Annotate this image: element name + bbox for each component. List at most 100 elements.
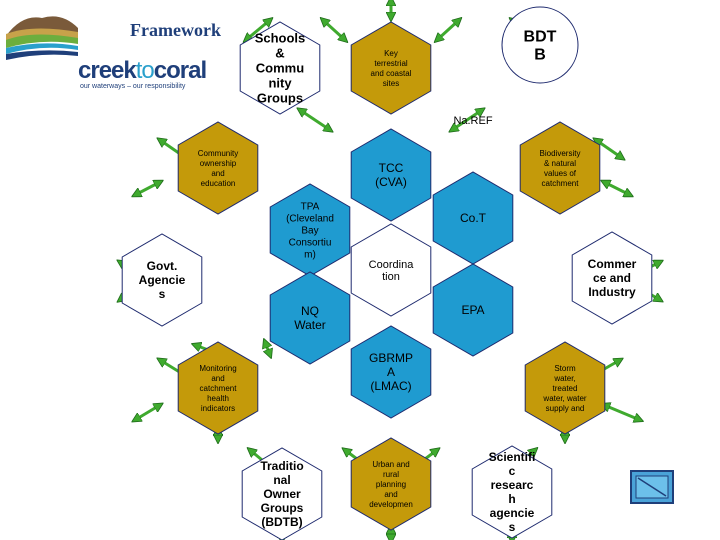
node-traditional-owner-shape bbox=[241, 447, 323, 540]
connector-arrow-9 bbox=[135, 182, 160, 195]
node-tcc-line-1: (CVA) bbox=[375, 175, 407, 189]
node-biodiversity-line-1: & natural bbox=[544, 159, 576, 168]
node-epa: EPA bbox=[432, 263, 514, 357]
node-schools-line-1: & bbox=[275, 46, 284, 61]
node-schools-line-0: Schools bbox=[255, 31, 306, 46]
node-scientific-line-3: h bbox=[508, 492, 515, 506]
node-bdtb-line-1: B bbox=[534, 47, 546, 64]
node-urban-planning-line-4: developmen bbox=[369, 500, 413, 509]
node-storm-water-line-1: water, bbox=[553, 374, 575, 383]
node-scientific-line-4: agencie bbox=[490, 506, 535, 520]
node-urban-planning-line-1: rural bbox=[383, 470, 399, 479]
node-biodiversity-shape bbox=[519, 121, 601, 215]
node-key-sites-line-2: and coastal bbox=[371, 69, 412, 78]
node-monitoring-line-3: health bbox=[207, 394, 229, 403]
node-naref: Na.REF bbox=[453, 115, 492, 127]
node-tpa-line-2: Bay bbox=[301, 226, 318, 237]
node-scientific-line-2: researc bbox=[491, 478, 534, 492]
node-urban-planning-line-3: and bbox=[384, 490, 397, 499]
connector-arrow-6 bbox=[452, 110, 482, 130]
node-bdtb: BDTB bbox=[501, 6, 579, 84]
node-govt-line-0: Govt. bbox=[147, 259, 178, 273]
logo-word-to: to bbox=[135, 57, 155, 84]
node-traditional-owner-line-2: Owner bbox=[263, 487, 301, 501]
node-nq-water-line-0: NQ bbox=[301, 304, 319, 318]
node-traditional-owner-line-1: nal bbox=[273, 473, 290, 487]
node-key-sites-shape bbox=[350, 21, 432, 115]
node-schools-line-4: Groups bbox=[257, 91, 303, 106]
node-bdtb-shape bbox=[501, 6, 579, 84]
node-traditional-owner-line-0: Traditio bbox=[260, 459, 303, 473]
node-tcc-shape bbox=[350, 128, 432, 222]
logo-word-creek: creek bbox=[78, 57, 137, 84]
node-biodiversity-line-2: values of bbox=[544, 169, 577, 178]
node-govt-line-2: s bbox=[159, 287, 166, 301]
node-govt-shape bbox=[121, 233, 203, 327]
node-coordination-line-0: Coordina bbox=[369, 259, 415, 271]
node-monitoring-line-2: catchment bbox=[200, 384, 238, 393]
node-tpa-line-4: m) bbox=[304, 250, 316, 261]
node-gbrmpa-line-1: A bbox=[387, 365, 395, 379]
connector-arrow-3 bbox=[323, 20, 345, 40]
node-tpa-line-1: (Cleveland bbox=[286, 214, 334, 225]
connector-arrow-4 bbox=[437, 20, 459, 40]
node-storm-water-line-2: treated bbox=[553, 384, 578, 393]
node-monitoring-line-4: indicators bbox=[201, 404, 235, 413]
connector-arrow-1 bbox=[246, 20, 270, 40]
node-traditional-owner-line-4: (BDTB) bbox=[261, 515, 302, 529]
node-commerce-shape bbox=[571, 231, 653, 325]
node-coordination-shape bbox=[350, 223, 432, 317]
node-community-ownership-line-1: ownership bbox=[200, 159, 237, 168]
node-epa-shape bbox=[432, 263, 514, 357]
connector-arrow-17 bbox=[135, 405, 160, 420]
node-urban-planning-line-2: planning bbox=[376, 480, 406, 489]
creek-to-coral-logo-icon bbox=[6, 16, 78, 60]
node-tpa-line-3: Consortiu bbox=[289, 238, 332, 249]
node-key-sites-line-0: Key bbox=[384, 49, 398, 58]
node-scientific-line-5: s bbox=[509, 520, 516, 534]
node-storm-water-line-3: water, water bbox=[542, 394, 586, 403]
connector-arrow-8 bbox=[596, 140, 622, 158]
node-gbrmpa-line-0: GBRMP bbox=[369, 351, 413, 365]
node-scientific-line-1: c bbox=[509, 464, 516, 478]
logo-word-coral: coral bbox=[153, 57, 207, 84]
node-storm-water-shape bbox=[524, 341, 606, 435]
node-coordination-line-1: tion bbox=[382, 271, 400, 283]
slide-nav-button[interactable] bbox=[630, 470, 674, 504]
node-nq-water-line-1: Water bbox=[294, 318, 326, 332]
node-govt-line-1: Agencie bbox=[139, 273, 186, 287]
node-storm-water-line-4: supply and bbox=[546, 404, 585, 413]
node-community-ownership-shape bbox=[177, 121, 259, 215]
node-gbrmpa-line-2: (LMAC) bbox=[370, 379, 411, 393]
node-tcc-line-0: TCC bbox=[379, 161, 404, 175]
node-cot: Co.T bbox=[432, 171, 514, 265]
node-schools-line-3: nity bbox=[268, 76, 292, 91]
node-monitoring-line-1: and bbox=[211, 374, 224, 383]
logo-wordmark: creektocoral bbox=[78, 57, 207, 85]
node-scientific-shape bbox=[471, 445, 553, 539]
node-community-ownership-line-3: education bbox=[201, 179, 236, 188]
node-scientific-line-0: Scientifi bbox=[489, 450, 536, 464]
node-schools-line-2: Commu bbox=[256, 61, 304, 76]
node-community-ownership-line-2: and bbox=[211, 169, 224, 178]
node-storm-water-line-0: Storm bbox=[554, 364, 576, 373]
node-tpa-line-0: TPA bbox=[301, 202, 320, 213]
node-traditional-owner-line-3: Groups bbox=[261, 501, 304, 515]
node-urban-planning-shape bbox=[350, 437, 432, 531]
node-nq-water-shape bbox=[269, 271, 351, 365]
